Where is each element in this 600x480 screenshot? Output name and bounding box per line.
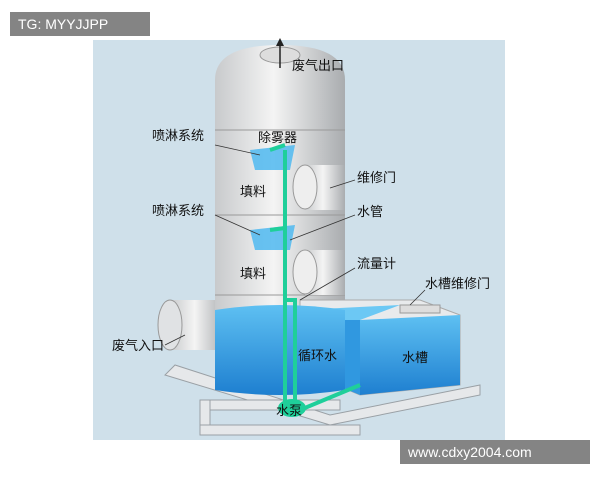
watermark-top: TG: MYYJJPP xyxy=(10,12,150,36)
watermark-bottom: www.cdxy2004.com xyxy=(400,440,590,464)
label-outlet: 废气出口 xyxy=(292,58,344,74)
base-frame xyxy=(164,364,481,436)
label-inlet: 废气入口 xyxy=(112,338,164,354)
label-circulating: 循环水 xyxy=(298,349,337,364)
maintenance-door xyxy=(292,164,345,295)
label-packing-lower: 填料 xyxy=(240,267,266,282)
inlet-pipe xyxy=(157,299,225,351)
label-tank: 水槽 xyxy=(402,351,428,366)
label-flowmeter: 流量计 xyxy=(357,257,396,272)
label-spray-lower: 喷淋系统 xyxy=(152,204,204,219)
circulating-water xyxy=(215,305,345,395)
label-pump: 水泵 xyxy=(276,404,302,419)
pump-icon xyxy=(278,399,306,417)
label-door: 维修门 xyxy=(357,171,396,186)
label-demister: 除雾器 xyxy=(258,131,297,146)
label-packing-upper: 填料 xyxy=(240,185,266,200)
label-spray-upper: 喷淋系统 xyxy=(152,129,204,144)
leader-lines xyxy=(164,144,426,346)
label-pipe: 水管 xyxy=(357,205,383,220)
label-tank-door: 水槽维修门 xyxy=(425,277,490,292)
